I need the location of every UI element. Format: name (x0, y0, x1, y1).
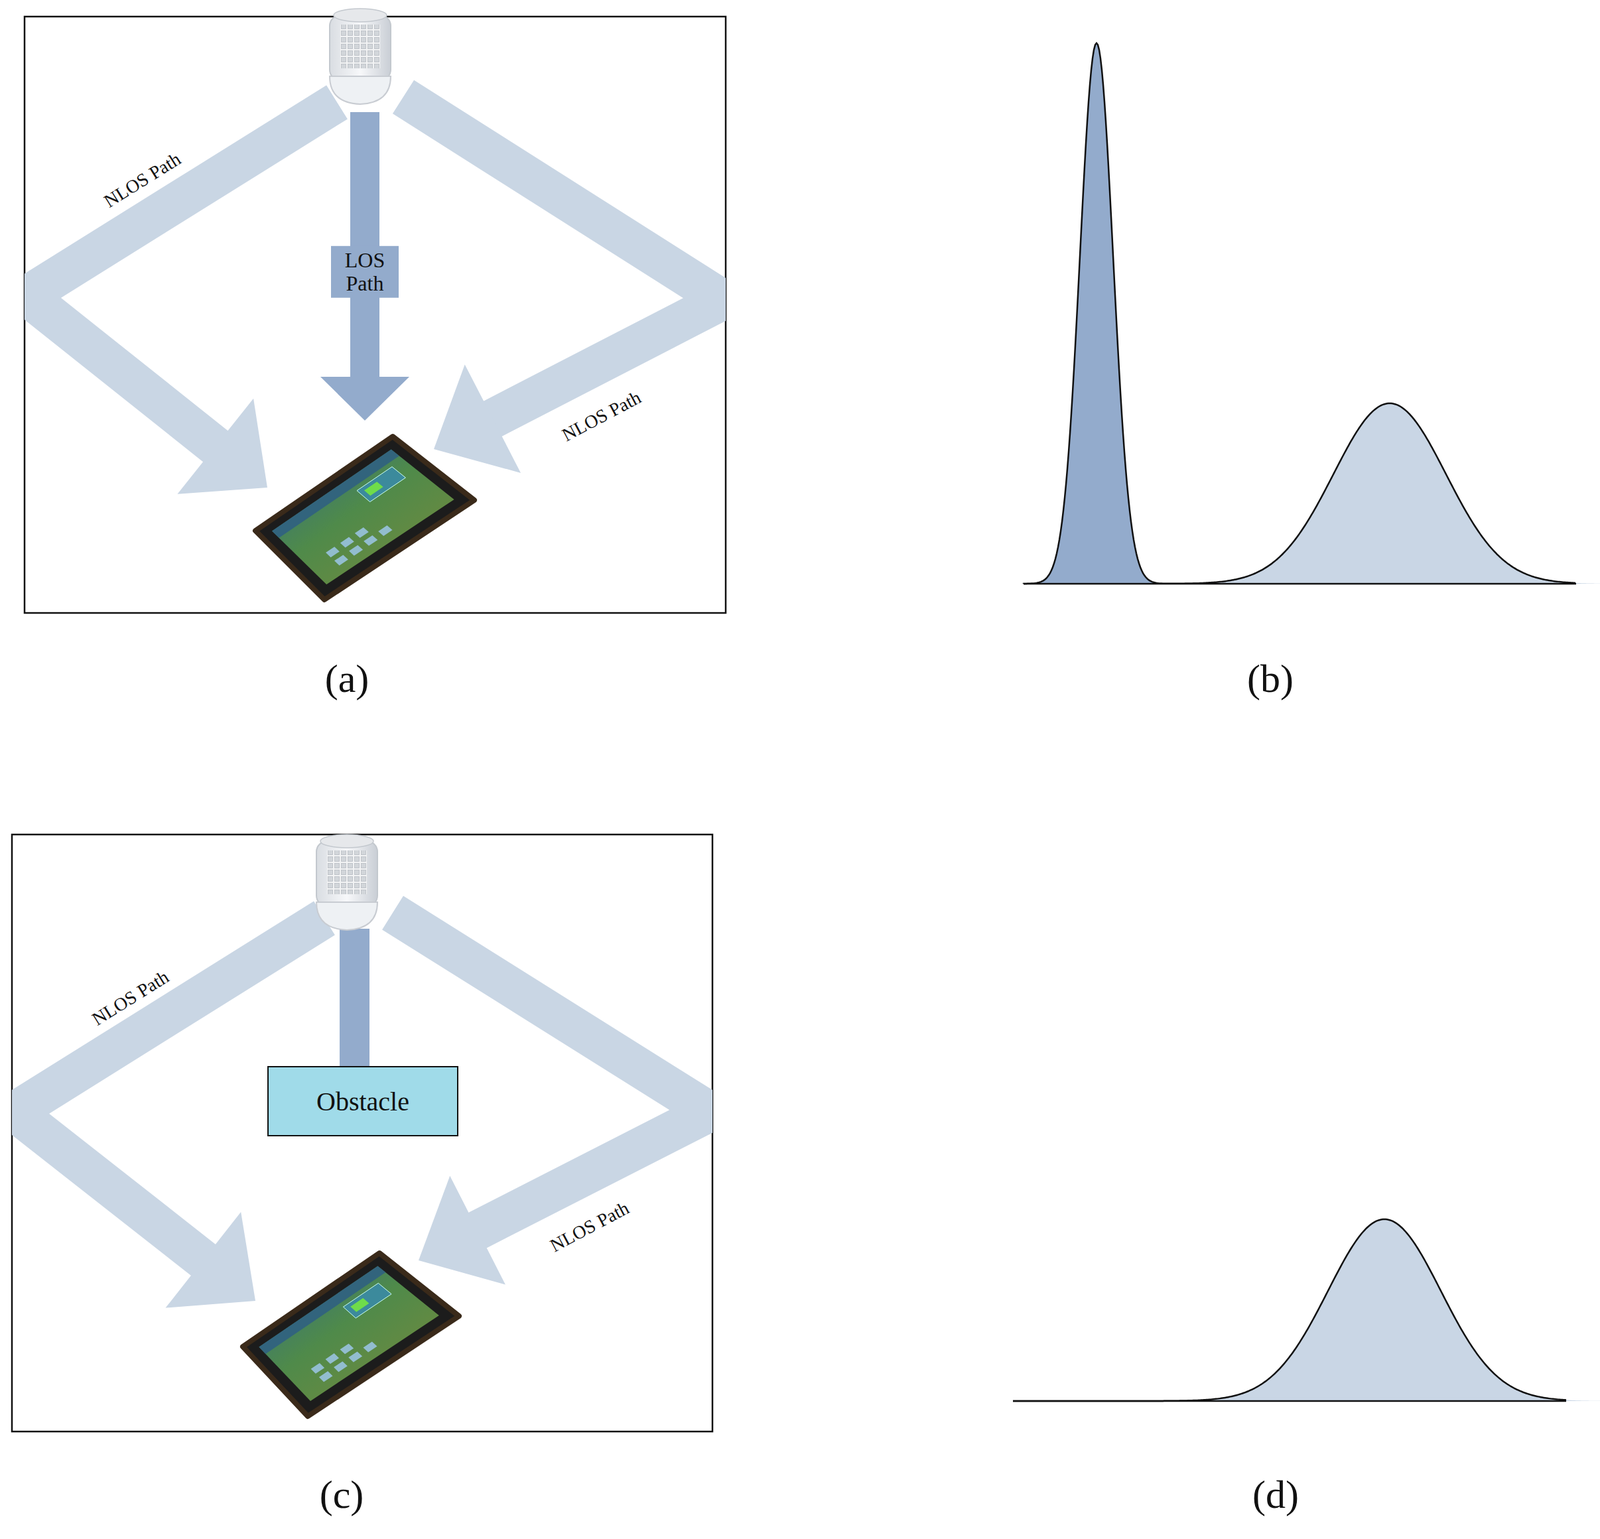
panel-label: (d) (1252, 1472, 1299, 1517)
node-text: Obstacle (316, 1085, 410, 1118)
led-lamp (316, 834, 378, 931)
path-label: NLOS Path (100, 149, 185, 213)
path-label: NLOS Path (558, 387, 645, 446)
panel-frame (24, 16, 726, 613)
axis-baseline (1012, 1400, 1567, 1403)
peak-area (1013, 43, 1180, 584)
light-paths (14, 912, 710, 1309)
tablets (242, 436, 475, 1417)
led-lamp (329, 8, 391, 105)
arrow-head (165, 1211, 256, 1309)
nlos-path (403, 96, 724, 420)
pdf-curve (1012, 1219, 1567, 1401)
panel-label: (b) (1247, 656, 1294, 701)
pdf-chart (1012, 1219, 1600, 1401)
pdf-chart (1013, 43, 1600, 584)
obstacle-box: Obstacle (267, 1066, 459, 1137)
nlos-path (26, 102, 337, 448)
arrow-head (320, 376, 410, 421)
tablet-device (242, 1253, 460, 1417)
blocked-los-path (339, 928, 370, 1068)
axis-baseline (1023, 583, 1577, 586)
path-label: NLOS Path (546, 1198, 633, 1257)
pdf-curve (1023, 43, 1576, 584)
peak-area (1102, 1219, 1600, 1401)
tablet-device (255, 436, 475, 600)
path-label: LOS Path (331, 246, 399, 298)
distribution-charts (1012, 43, 1600, 1401)
arrow-head (433, 364, 521, 473)
panel-frame (11, 834, 713, 1432)
path-label: NLOS Path (88, 967, 173, 1031)
panel-label: (c) (319, 1472, 365, 1517)
light-paths (26, 96, 724, 495)
arrow-head (177, 398, 268, 495)
los-path (350, 112, 380, 379)
arrow-head (418, 1176, 506, 1285)
panel-label: (a) (325, 656, 370, 701)
peak-area (1107, 403, 1600, 584)
